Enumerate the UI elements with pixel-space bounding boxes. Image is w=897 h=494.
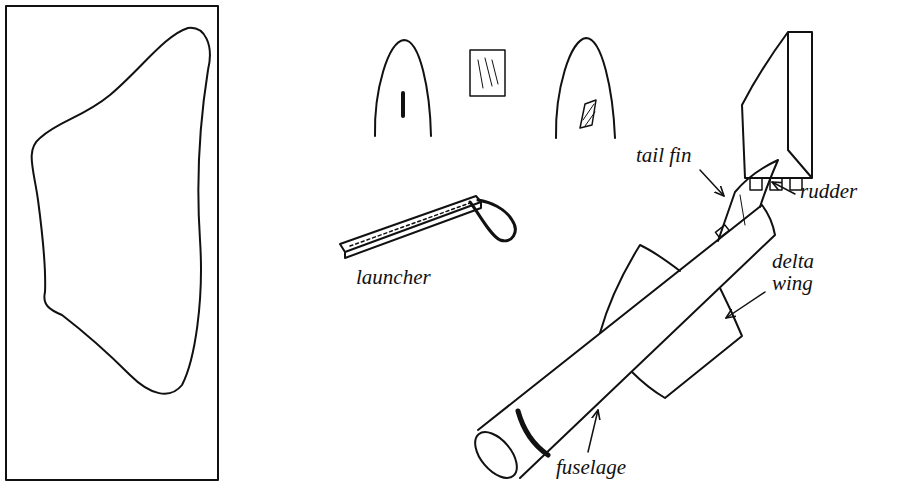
- rudder-line: [740, 195, 745, 225]
- nose-stripe: [518, 411, 548, 455]
- leader-line: [726, 292, 765, 318]
- window-patch: [580, 100, 596, 128]
- square-piece: [470, 50, 505, 96]
- part-label: delta wing: [772, 250, 834, 294]
- part-label: fuselage: [556, 456, 626, 478]
- window: [715, 225, 729, 238]
- shuttle-template-outline: [32, 28, 210, 394]
- fuselage-body: [478, 205, 775, 478]
- launcher-groove: [350, 203, 470, 246]
- nose-tip: [467, 425, 525, 486]
- rubber-band: [470, 200, 515, 241]
- leader-line: [700, 170, 724, 196]
- hatch: [478, 58, 498, 88]
- upper-wing: [600, 245, 680, 333]
- leader-line: [588, 410, 598, 452]
- leader-line: [772, 182, 795, 194]
- part-label: launcher: [356, 266, 431, 288]
- nose-cone-piece: [375, 40, 431, 136]
- tail-piece: [742, 32, 812, 178]
- hatch: [583, 104, 595, 126]
- delta-wing: [632, 288, 742, 398]
- template-sheet: [6, 6, 218, 480]
- slot-mark: [401, 93, 405, 116]
- nose-cone-piece: [556, 38, 615, 138]
- part-label: tail fin: [636, 144, 691, 166]
- part-label: rudder: [800, 180, 857, 202]
- launcher-stick: [340, 196, 481, 258]
